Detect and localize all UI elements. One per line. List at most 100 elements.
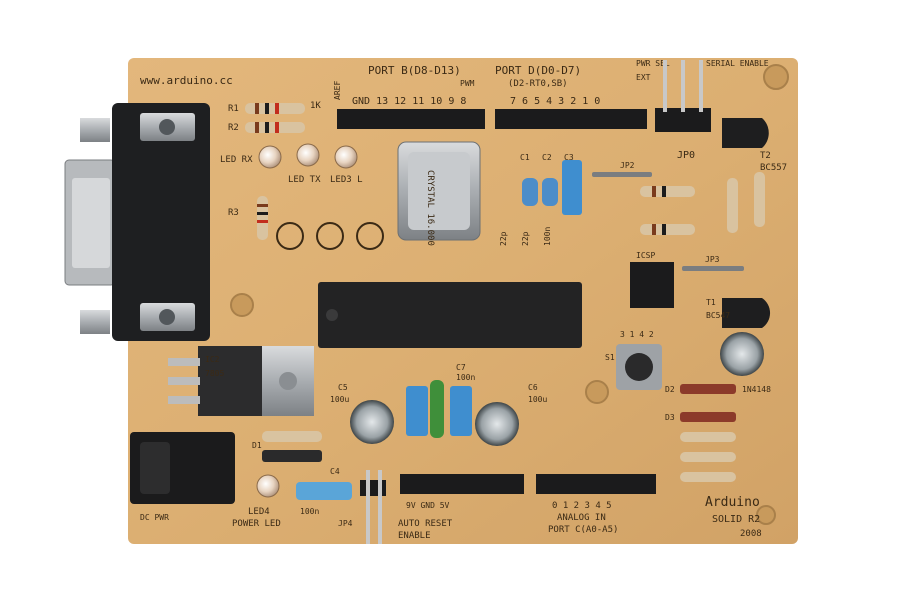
led-l-label: LED3 L bbox=[330, 175, 363, 185]
jumper-wire-jp2 bbox=[592, 172, 652, 177]
r1-label: R1 bbox=[228, 104, 239, 114]
c5-label: C5 bbox=[338, 383, 348, 392]
pwr-sel-label: PWR SEL bbox=[636, 59, 670, 68]
year-label: 2008 bbox=[740, 529, 762, 539]
t1-label: T1 bbox=[706, 298, 716, 307]
analog-header bbox=[536, 474, 656, 494]
r3-label: R3 bbox=[228, 208, 239, 218]
electrolytic-capacitor-right bbox=[720, 332, 764, 376]
resistors-right bbox=[640, 172, 765, 235]
jumper-wire-jp3 bbox=[682, 266, 744, 271]
power-led bbox=[256, 474, 280, 498]
led-tx-label: LED TX bbox=[288, 175, 321, 185]
c7-label: C7 bbox=[456, 363, 466, 372]
c-22p-1: 22p bbox=[499, 231, 508, 246]
diodes-right bbox=[680, 384, 736, 482]
aref-label: AREF bbox=[333, 81, 342, 100]
port-c-label: PORT C(A0-A5) bbox=[548, 525, 618, 535]
diode-d1 bbox=[262, 450, 322, 462]
cc-logo-icons bbox=[276, 222, 384, 250]
analog-in-label: ANALOG IN bbox=[557, 513, 606, 523]
c6-label: C6 bbox=[528, 383, 538, 392]
port-b-label: PORT B(D8-D13) bbox=[368, 64, 461, 77]
jp4-label: JP4 bbox=[338, 519, 353, 528]
pwm-label: PWM bbox=[460, 79, 475, 88]
model-label: SOLID R2 bbox=[712, 514, 760, 525]
reset-pins-label: 3 1 4 2 bbox=[620, 330, 654, 339]
c100u-2: 100u bbox=[528, 395, 547, 404]
analog-pins-label: 0 1 2 3 4 5 bbox=[552, 501, 612, 511]
d1-label: D1 bbox=[252, 441, 262, 450]
serial-enable-label: SERIAL ENABLE bbox=[706, 59, 769, 68]
r2-label: R2 bbox=[228, 123, 239, 133]
brand-label: Arduino bbox=[705, 495, 760, 510]
c3-label: C3 bbox=[564, 153, 574, 162]
digital-header bbox=[337, 109, 647, 129]
reset-button bbox=[616, 344, 662, 390]
jp0-label: JP0 bbox=[677, 150, 695, 161]
port-d-sub-label: (D2-RT0,SB) bbox=[508, 79, 568, 89]
dc-power-jack bbox=[130, 432, 235, 504]
r1k-label: 1K bbox=[310, 101, 321, 111]
d2-label: D2 bbox=[665, 385, 675, 394]
transistor-t2 bbox=[722, 118, 769, 148]
crystal-label: CRYSTAL 16.000 bbox=[425, 170, 435, 246]
url-label: www.arduino.cc bbox=[140, 74, 233, 87]
bc557-label: BC557 bbox=[760, 163, 787, 173]
led4-label: LED4 bbox=[248, 507, 270, 517]
c-100n: 100n bbox=[543, 227, 552, 246]
ext-label: EXT bbox=[636, 73, 651, 82]
c100u-1: 100u bbox=[330, 395, 349, 404]
led-l bbox=[334, 145, 358, 169]
mount-hole bbox=[230, 293, 254, 317]
electrolytic-capacitor-c5 bbox=[350, 400, 394, 444]
icsp-label: ICSP bbox=[636, 251, 655, 260]
resistors-r1-r2 bbox=[245, 103, 305, 133]
c4-val-label: 100n bbox=[300, 507, 319, 516]
capacitor-c4 bbox=[296, 482, 352, 500]
dcpwr-label: DC PWR bbox=[140, 513, 169, 522]
power-header bbox=[400, 474, 524, 494]
n4148-label: 1N4148 bbox=[742, 385, 771, 394]
auto-reset-label: AUTO RESET bbox=[398, 519, 453, 529]
serial-db9-connector bbox=[64, 103, 210, 341]
c4-label: C4 bbox=[330, 467, 340, 476]
jp2-label: JP2 bbox=[620, 161, 635, 170]
serial-jumper bbox=[655, 60, 711, 132]
d3-label: D3 bbox=[665, 413, 675, 422]
c-22p-2: 22p bbox=[521, 231, 530, 246]
ic2-part-label: 7805 bbox=[205, 369, 224, 378]
ic2-label: IC2 bbox=[205, 355, 220, 364]
auto-reset-jumper bbox=[360, 470, 386, 544]
crystal-16mhz bbox=[397, 141, 481, 241]
pin-numbers-left: GND 13 12 11 10 9 8 bbox=[352, 96, 466, 107]
t2-label: T2 bbox=[760, 151, 771, 161]
port-d-label: PORT D(D0-D7) bbox=[495, 64, 581, 77]
bc547-label: BC547 bbox=[706, 311, 730, 320]
capacitors-c7 bbox=[406, 380, 472, 438]
capacitors-c1-c3 bbox=[522, 160, 582, 215]
power-pins-label: 9V GND 5V bbox=[406, 501, 450, 510]
led-tx bbox=[296, 143, 320, 167]
led-rx bbox=[258, 145, 282, 169]
mount-hole bbox=[763, 64, 789, 90]
electrolytic-capacitor-c6 bbox=[475, 402, 519, 446]
power-led-label: POWER LED bbox=[232, 519, 281, 529]
resistor-power bbox=[262, 431, 322, 442]
mount-hole bbox=[756, 505, 776, 525]
reset-label: S1 bbox=[605, 353, 615, 362]
mount-hole bbox=[585, 380, 609, 404]
jp3-label: JP3 bbox=[705, 255, 720, 264]
led-rx-label: LED RX bbox=[220, 155, 253, 165]
transistor-t1 bbox=[722, 298, 771, 328]
c1-label: C1 bbox=[520, 153, 530, 162]
pin-numbers-right: 7 6 5 4 3 2 1 0 bbox=[510, 96, 600, 107]
resistor-r3 bbox=[257, 196, 268, 240]
voltage-regulator bbox=[168, 346, 314, 416]
c2-label: C2 bbox=[542, 153, 552, 162]
atmega-microcontroller bbox=[318, 282, 582, 348]
icsp-header bbox=[630, 262, 674, 308]
c100n-2: 100n bbox=[456, 373, 475, 382]
enable-label: ENABLE bbox=[398, 531, 431, 541]
